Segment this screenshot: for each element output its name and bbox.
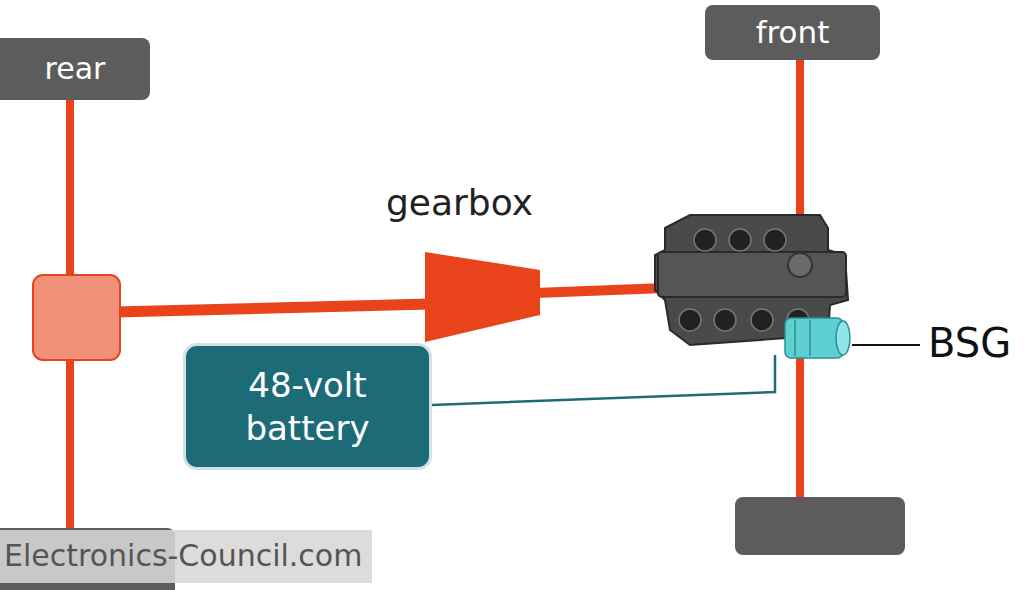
axle-label-box: front — [705, 5, 880, 60]
differential — [33, 275, 120, 360]
driveshaft — [535, 288, 665, 293]
node-text: rear — [45, 50, 106, 88]
battery-box: 48-volt battery — [183, 343, 432, 470]
node-text: front — [756, 13, 830, 52]
leader-line — [852, 344, 920, 346]
node-text: 48-volt battery — [218, 364, 398, 449]
gearbox-shape — [425, 252, 540, 342]
watermark: Electronics-Council.com — [0, 530, 372, 583]
wheel-box — [735, 497, 905, 555]
part-label: gearbox — [386, 182, 533, 223]
axle-label-box: rear — [0, 38, 150, 100]
bsg-unit — [785, 318, 850, 358]
battery-wire — [432, 355, 775, 405]
part-label: BSG — [928, 320, 1011, 366]
driveshaft — [115, 304, 430, 312]
